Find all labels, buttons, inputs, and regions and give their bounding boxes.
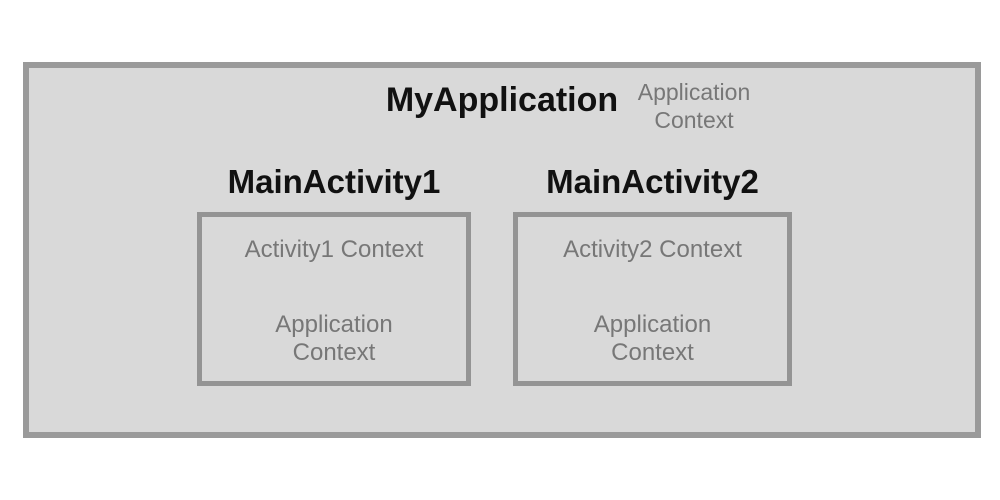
activity1-title: MainActivity1 [227,163,441,200]
application-context-label: Application Context [637,79,751,133]
activity1-box: Activity1 Context Application Context [197,212,471,386]
activity2-application-context-label: Application Context [593,311,712,366]
application-panel: MyApplication Application Context MainAc… [23,62,981,438]
activity1-application-context-label: Application Context [275,311,393,366]
activity2-box: Activity2 Context Application Context [513,212,792,386]
activity2-title: MainActivity2 [546,163,759,200]
application-title: MyApplication [385,81,619,119]
activity2-context-label: Activity2 Context [563,236,742,263]
activity1-context-label: Activity1 Context [244,236,424,263]
